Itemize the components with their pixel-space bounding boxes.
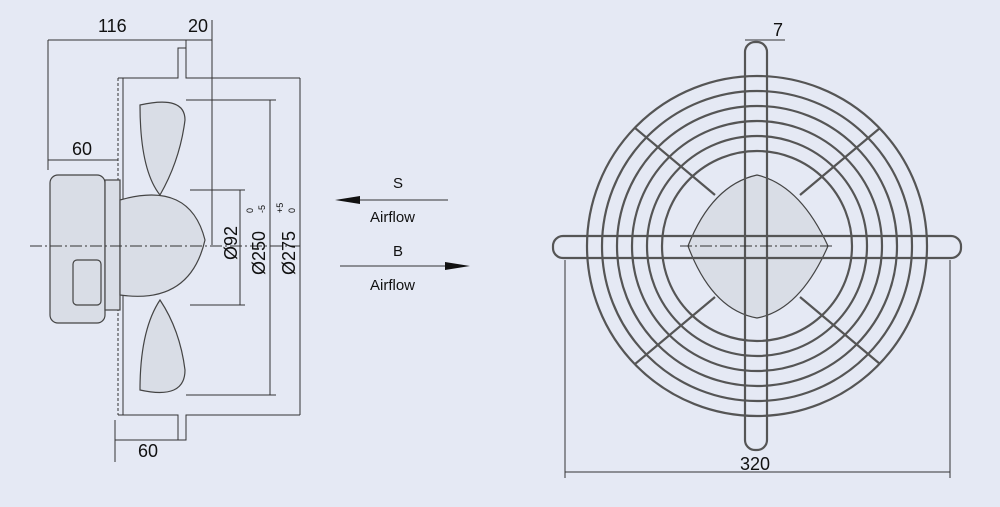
dia-275-label: Ø275: [279, 231, 299, 275]
side-view: 116 20 60 60 Ø92 Ø250 0 -5 Ø275 +5 0: [30, 16, 301, 462]
dia-250-tol-upper: 0: [245, 208, 255, 213]
dim-20-label: 20: [188, 16, 208, 36]
front-view: 7 320: [551, 20, 963, 478]
arrow-left-icon: [335, 196, 360, 204]
airflow-s-text: Airflow: [370, 209, 415, 226]
airflow-b-text: Airflow: [370, 277, 415, 294]
arrow-right-icon: [445, 262, 470, 270]
dia-250-tol-lower: -5: [257, 205, 267, 213]
dia-275-tol-lower: 0: [287, 208, 297, 213]
dim-60-bottom-label: 60: [138, 441, 158, 461]
dia-250-label: Ø250: [249, 231, 269, 275]
dim-320-label: 320: [740, 454, 770, 474]
dim-116-label: 116: [98, 16, 127, 36]
dia-92-label: Ø92: [221, 226, 241, 260]
airflow-s-label: S: [393, 175, 403, 192]
dia-275-tol-upper: +5: [275, 203, 285, 213]
dim-60-top-label: 60: [72, 139, 92, 159]
dim-7-label: 7: [773, 20, 783, 40]
airflow-b-label: B: [393, 243, 403, 260]
airflow-legend: S Airflow B Airflow: [335, 175, 470, 294]
